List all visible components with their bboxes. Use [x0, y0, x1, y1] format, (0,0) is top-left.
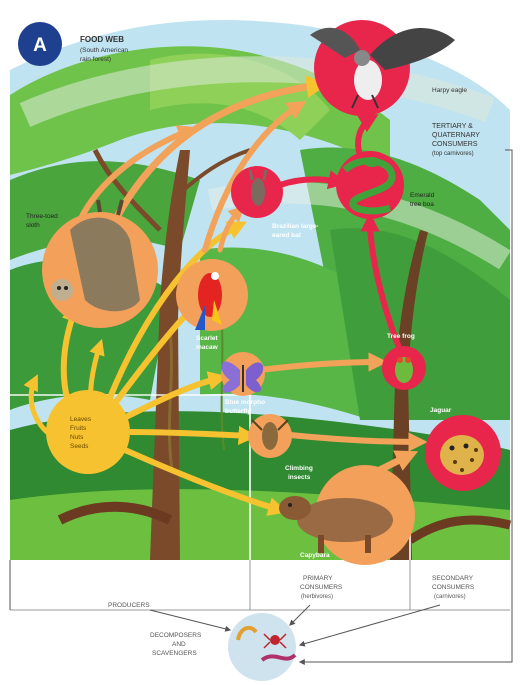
capybara-label: Capybara: [300, 552, 330, 559]
svg-text:(top carnivores): (top carnivores): [432, 151, 474, 157]
producer-label-1: Leaves: [70, 416, 92, 423]
boa-label-2: tree boa: [410, 201, 434, 208]
decomposers-label-3: SCAVENGERS: [152, 650, 197, 657]
macaw-label-1: Scarlet: [196, 335, 219, 342]
secondary-level-label-2: CONSUMERS: [432, 584, 475, 591]
sloth-label-1: Three-toed: [26, 213, 58, 220]
bat-label-1: Brazilian large-: [272, 223, 319, 230]
bat-label-2: eared bat: [272, 232, 302, 239]
producers-circle: [46, 390, 130, 474]
figure-badge: A: [18, 22, 62, 66]
producers-level-label: PRODUCERS: [108, 602, 150, 609]
diagram-title: FOOD WEB: [80, 35, 124, 44]
butterfly-label-2: butterfly: [225, 408, 251, 415]
jaguar-icon: [440, 435, 484, 475]
boa-label-1: Emerald: [410, 192, 435, 199]
badge-letter: A: [33, 35, 47, 56]
butterfly-icon: [221, 361, 263, 392]
diagram-subtitle-1: (South American: [80, 47, 128, 54]
decomposers-label-2: AND: [172, 641, 186, 648]
producer-label-3: Nuts: [70, 434, 84, 441]
diagram-subtitle-2: rain forest): [80, 56, 111, 63]
katydid-label-1: Climbing: [285, 465, 313, 472]
primary-level-label-1: PRIMARY: [303, 575, 333, 582]
primary-level-label-3: (herbivores): [301, 594, 333, 600]
svg-text:QUATERNARY: QUATERNARY: [432, 132, 480, 139]
sloth-label-2: sloth: [26, 222, 40, 229]
frog-icon: [395, 357, 413, 383]
frog-label: Tree frog: [387, 333, 415, 340]
katydid-label-2: insects: [288, 474, 311, 481]
producer-label-4: Seeds: [70, 443, 89, 450]
secondary-level-label-1: SECONDARY: [432, 575, 474, 582]
harpy-eagle-label: Harpy eagle: [432, 87, 467, 94]
decomposers-label-1: DECOMPOSERS: [150, 632, 202, 639]
secondary-level-label-3: (carnivores): [434, 594, 466, 600]
svg-text:CONSUMERS: CONSUMERS: [432, 141, 478, 148]
macaw-label-2: macaw: [196, 344, 219, 351]
svg-text:TERTIARY &: TERTIARY &: [432, 123, 473, 130]
jaguar-label: Jaguar: [430, 407, 452, 414]
butterfly-label-1: Blue morpho: [225, 399, 265, 406]
producer-label-2: Fruits: [70, 425, 87, 432]
primary-level-label-2: CONSUMERS: [300, 584, 343, 591]
